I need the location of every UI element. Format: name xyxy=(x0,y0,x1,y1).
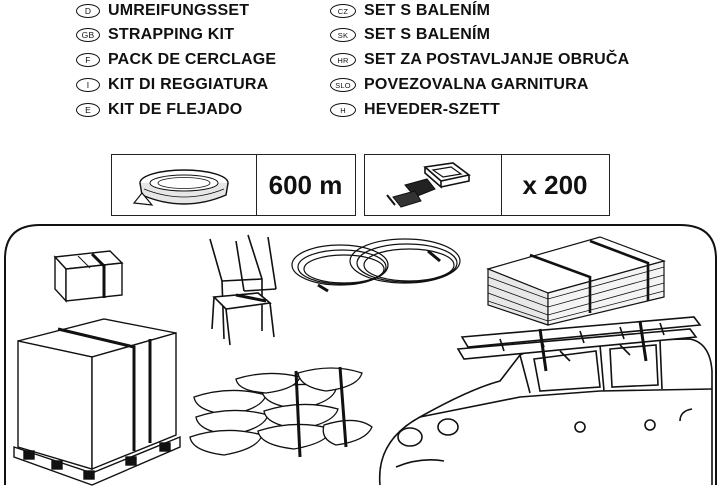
board-stack-illustration xyxy=(486,236,666,326)
title-line-es: E KIT DE FLEJADO xyxy=(76,99,242,121)
title-text: POVEZOVALNA GARNITURA xyxy=(364,76,589,93)
title-text: UMREIFUNGSSET xyxy=(108,2,250,19)
language-code-badge: H xyxy=(330,103,356,117)
wire-coil-illustration xyxy=(291,238,461,293)
language-code-badge: SLO xyxy=(330,78,356,92)
title-text: SET ZA POSTAVLJANJE OBRUČA xyxy=(364,51,630,68)
strap-roll-icon xyxy=(112,155,257,215)
title-line-it: I KIT DI REGGIATURA xyxy=(76,74,268,96)
language-code-badge: F xyxy=(76,53,100,67)
language-code-badge: I xyxy=(76,78,100,92)
language-code-badge: CZ xyxy=(330,4,356,18)
title-text: STRAPPING KIT xyxy=(108,26,235,43)
language-code-badge: GB xyxy=(76,28,100,42)
title-line-hr: HR SET ZA POSTAVLJANJE OBRUČA xyxy=(330,49,629,71)
usage-illustration xyxy=(0,221,720,487)
language-code-badge: E xyxy=(76,103,100,117)
title-text: HEVEDER-SZETT xyxy=(364,101,500,118)
title-line-sk: SK SET S BALENÍM xyxy=(330,24,490,46)
title-line-cz: CZ SET S BALENÍM xyxy=(330,0,490,22)
language-code-badge: D xyxy=(76,4,100,18)
title-line-fr: F PACK DE CERCLAGE xyxy=(76,49,276,71)
language-code-badge: SK xyxy=(330,28,356,42)
chairs-illustration xyxy=(209,234,277,346)
title-line-hu: H HEVEDER-SZETT xyxy=(330,99,500,121)
sandbag-stack-illustration xyxy=(189,366,373,458)
buckle-clip-icon xyxy=(365,155,502,215)
car-roof-ladder-illustration xyxy=(378,316,713,486)
title-text: SET S BALENÍM xyxy=(364,26,491,43)
title-text: PACK DE CERCLAGE xyxy=(108,51,277,68)
buckle-count-box: x 200 xyxy=(364,154,610,216)
language-code-badge: HR xyxy=(330,53,356,67)
buckle-count-value: x 200 xyxy=(522,169,588,200)
small-box-illustration xyxy=(53,250,124,303)
title-text: SET S BALENÍM xyxy=(364,2,491,19)
strap-length-box: 600 m xyxy=(111,154,356,216)
title-list: D UMREIFUNGSSET GB STRAPPING KIT F PACK … xyxy=(0,0,720,130)
title-text: KIT DI REGGIATURA xyxy=(108,76,269,93)
pallet-box-illustration xyxy=(13,318,181,486)
title-text: KIT DE FLEJADO xyxy=(108,101,243,118)
title-line-gb: GB STRAPPING KIT xyxy=(76,24,234,46)
title-line-de: D UMREIFUNGSSET xyxy=(76,0,249,22)
strap-length-value: 600 m xyxy=(268,169,343,200)
title-line-slo: SLO POVEZOVALNA GARNITURA xyxy=(330,74,589,96)
